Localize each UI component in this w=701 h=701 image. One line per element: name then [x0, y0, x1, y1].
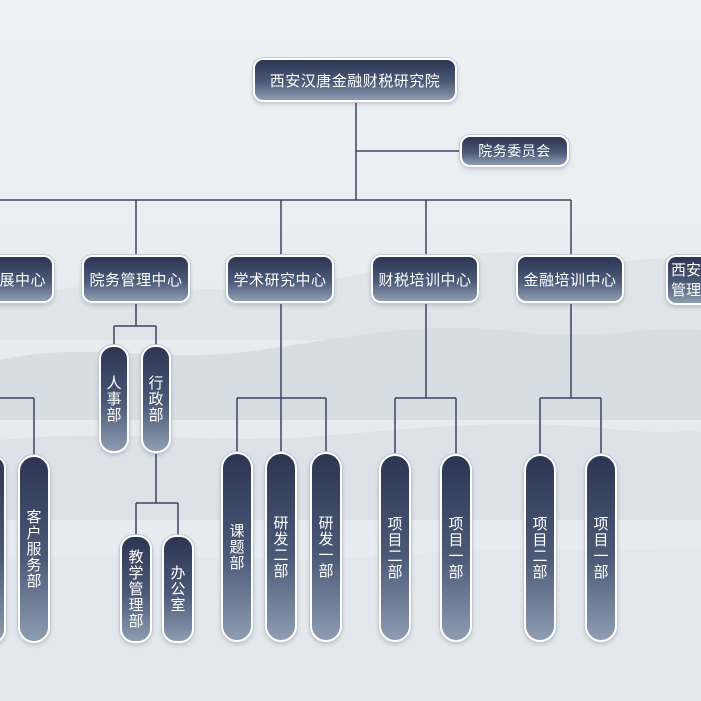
center-node-xian-partial[interactable]: 西安 管理: [666, 255, 701, 305]
dept-node-rd-one[interactable]: 研发一部: [310, 452, 342, 642]
root-node[interactable]: 西安汉唐金融财税研究院: [253, 58, 457, 102]
dept-node-partial-left[interactable]: [0, 455, 6, 643]
dept-node-tax-project-one[interactable]: 项目一部: [440, 454, 472, 642]
dept-node-office[interactable]: 办公室: [162, 535, 194, 643]
dept-node-rd-two[interactable]: 研发二部: [265, 452, 297, 642]
center-node-finance-training[interactable]: 金融培训中心: [516, 255, 624, 303]
center-node-xian-line1: 西安: [671, 261, 701, 279]
dept-node-tax-project-two[interactable]: 项目二部: [379, 454, 411, 642]
center-node-tax-training[interactable]: 财税培训中心: [371, 255, 479, 303]
dept-node-teaching-management[interactable]: 教学管理部: [120, 535, 152, 643]
center-node-xian-line2: 管理: [671, 281, 701, 299]
dept-node-customer-service[interactable]: 客户服务部: [18, 455, 50, 643]
dept-node-finance-project-two[interactable]: 项目二部: [524, 454, 556, 642]
dept-node-finance-project-one[interactable]: 项目一部: [585, 454, 617, 642]
committee-node[interactable]: 院务委员会: [460, 135, 569, 167]
center-node-academic-research[interactable]: 学术研究中心: [226, 255, 334, 303]
center-node-development[interactable]: 展中心: [0, 255, 54, 303]
center-node-admin-management[interactable]: 院务管理中心: [82, 255, 190, 303]
dept-node-project[interactable]: 课题部: [221, 452, 253, 642]
dept-node-admin[interactable]: 行政部: [141, 345, 171, 453]
dept-node-hr[interactable]: 人事部: [99, 345, 129, 453]
